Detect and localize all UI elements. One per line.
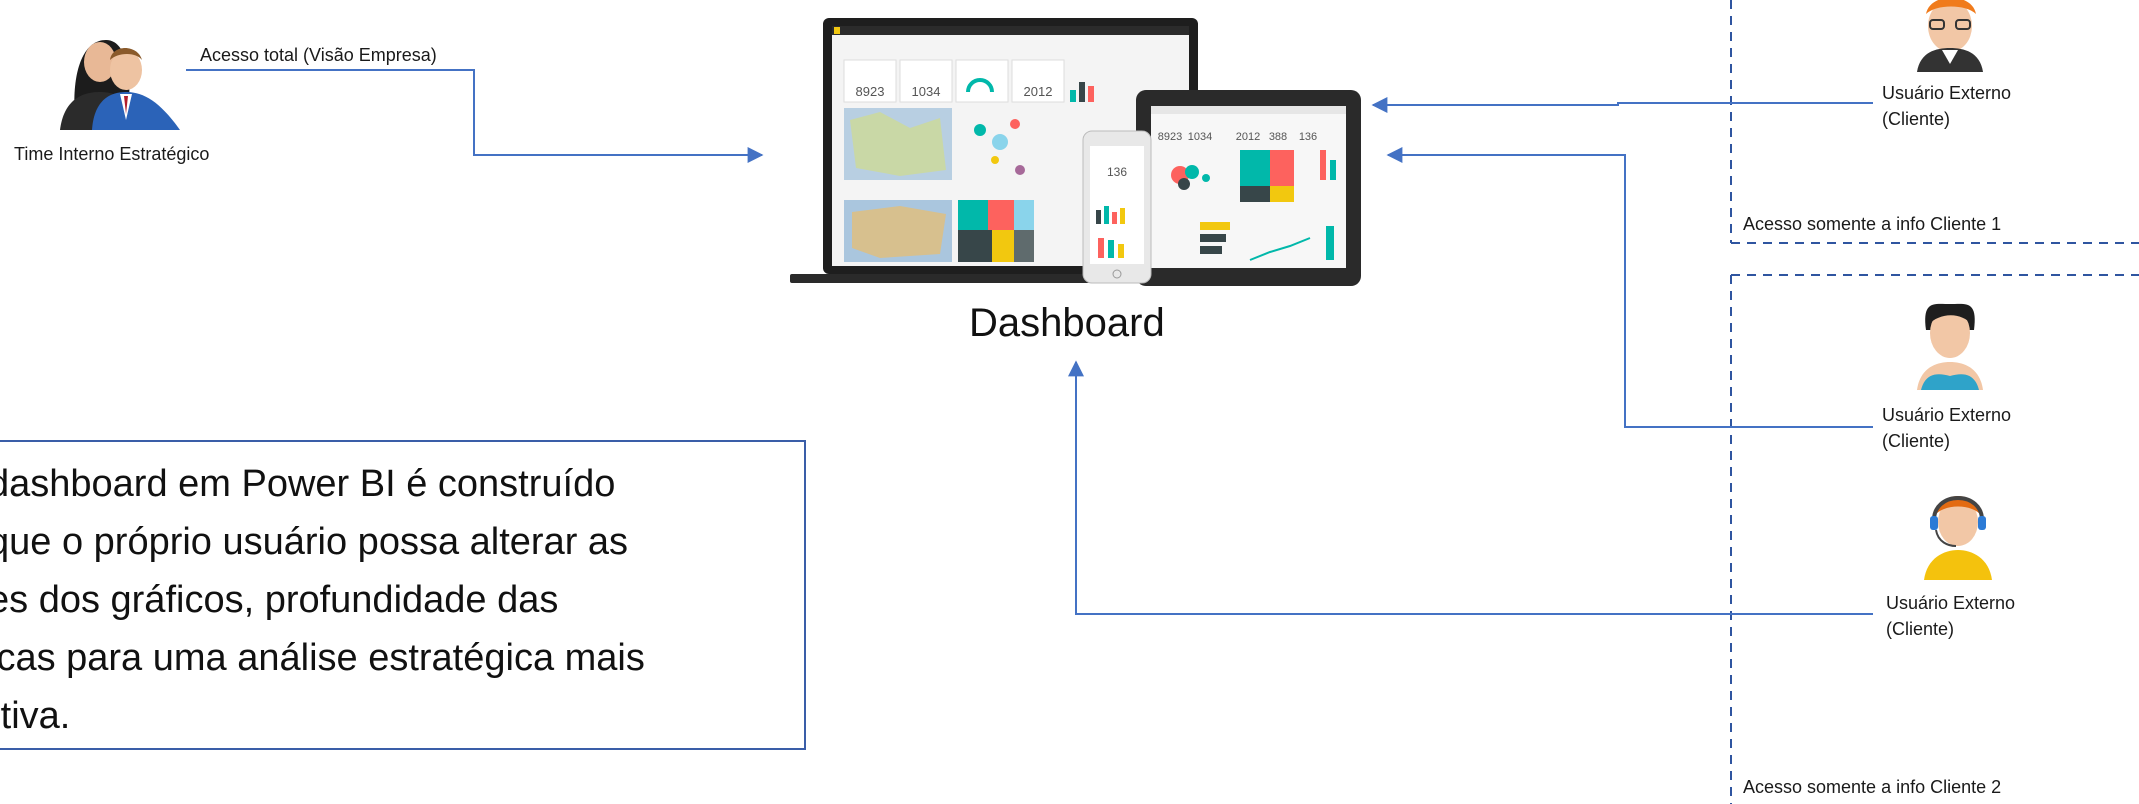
business-team-icon — [60, 40, 180, 130]
client-zone-1 — [1730, 0, 2139, 244]
external-user-2-role: Usuário Externo — [1882, 405, 2012, 425]
note-line-5: rtiva. — [0, 695, 71, 737]
tablet-kpi-2: 1034 — [1188, 131, 1212, 143]
connector-internal-team — [186, 69, 764, 163]
client-zone-2-label: Acesso somente a info Cliente 2 — [1743, 777, 2002, 797]
external-user-1-type: (Cliente) — [1882, 109, 1951, 129]
tablet-kpi-4: 388 — [1269, 131, 1287, 143]
connector-external-user-1 — [1371, 97, 1873, 113]
external-user-3-role: Usuário Externo — [1886, 593, 2016, 613]
laptop-kpi-2: 1034 — [912, 84, 941, 99]
phone-kpi: 136 — [1107, 165, 1127, 179]
client-zone-1-label: Acesso somente a info Cliente 1 — [1743, 214, 2002, 234]
external-user-3-label: Usuário Externo (Cliente) — [1886, 590, 2015, 642]
dashboard-devices-illustration: 8923 1034 2012 — [790, 18, 1361, 286]
note-text: dashboard em Power BI é construído que o… — [0, 455, 788, 745]
tablet-kpi-5: 136 — [1299, 131, 1317, 143]
laptop-kpi-3: 2012 — [1024, 84, 1053, 99]
note-line-3: es dos gráficos, profundidade das — [0, 579, 559, 621]
tablet-device: 8923 1034 2012 388 136 — [1136, 90, 1361, 286]
woman-teal-shirt-icon — [1917, 303, 1983, 390]
man-orange-hair-icon — [1917, 0, 1983, 72]
internal-team-label: Time Interno Estratégico — [14, 144, 210, 164]
tablet-kpi-3: 2012 — [1236, 131, 1260, 143]
phone-device: 136 — [1082, 130, 1152, 284]
note-line-4: icas para uma análise estratégica mais — [0, 637, 645, 679]
external-user-1-role: Usuário Externo — [1882, 83, 2012, 103]
connector-external-user-3 — [1068, 360, 1873, 615]
tablet-kpi-1: 8923 — [1158, 131, 1182, 143]
laptop-kpi-1: 8923 — [856, 84, 885, 99]
support-agent-headset-icon — [1924, 496, 1992, 580]
client-zone-2 — [1730, 274, 2139, 804]
note-box — [0, 440, 806, 750]
connector-external-user-2 — [1386, 147, 1873, 428]
internal-access-label: Acesso total (Visão Empresa) — [200, 45, 437, 65]
dashboard-title: Dashboard — [969, 301, 1165, 345]
external-user-2-label: Usuário Externo (Cliente) — [1882, 402, 2011, 454]
external-user-1-label: Usuário Externo (Cliente) — [1882, 80, 2011, 132]
note-line-2: que o próprio usuário possa alterar as — [0, 521, 629, 563]
note-line-1: dashboard em Power BI é construído — [0, 463, 616, 505]
external-user-2-type: (Cliente) — [1882, 431, 1951, 451]
external-user-3-type: (Cliente) — [1886, 619, 1955, 639]
